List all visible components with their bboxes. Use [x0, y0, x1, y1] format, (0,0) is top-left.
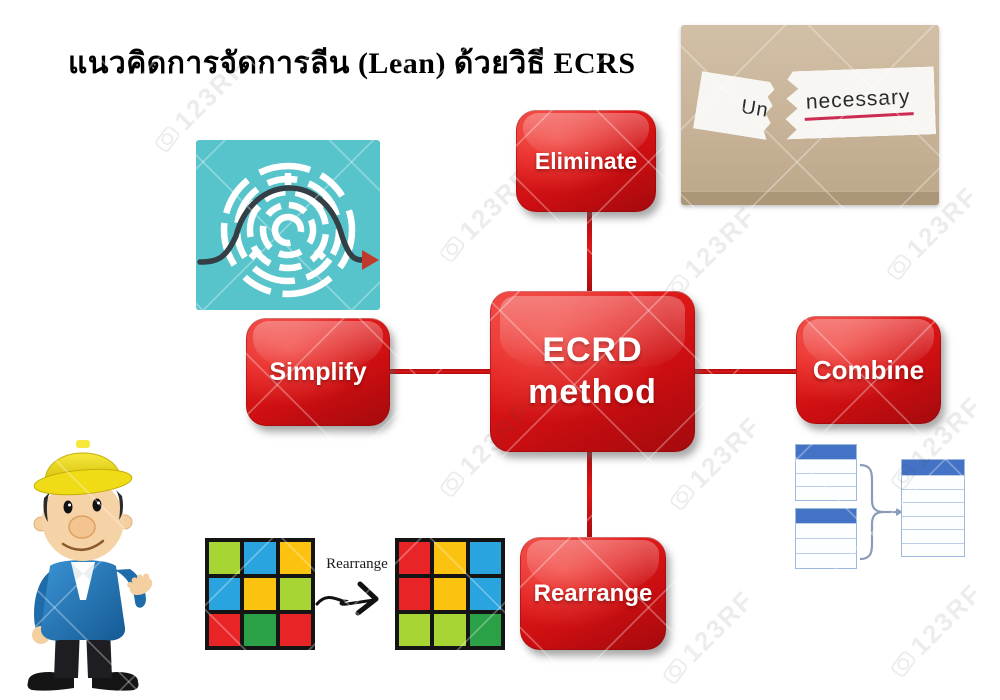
- connector-eliminate: [587, 211, 592, 295]
- combine-demo-table-merged: [901, 459, 965, 557]
- table-row: [902, 529, 964, 543]
- grid-cell: [469, 578, 501, 610]
- grid-cell: [399, 614, 431, 646]
- rearrange-demo-caption: Rearrange: [326, 556, 388, 572]
- grid-cell: [244, 578, 276, 610]
- table-row: [796, 472, 856, 487]
- combine-demo-table-2: [795, 508, 857, 569]
- node-center-label-line2: method: [528, 372, 657, 411]
- combine-brace-icon: [856, 462, 904, 562]
- node-rearrange: Rearrange: [520, 537, 666, 650]
- table-row: [902, 488, 964, 502]
- connector-combine: [692, 369, 800, 374]
- node-simplify-label: Simplify: [269, 357, 367, 386]
- node-combine: Combine: [796, 316, 941, 424]
- grid-cell: [434, 542, 466, 574]
- color-grid-after: [395, 538, 505, 650]
- table-row: [902, 515, 964, 529]
- grid-cell: [279, 578, 311, 610]
- node-combine-label: Combine: [812, 354, 925, 385]
- hand-drawn-arrow-icon: [314, 572, 398, 624]
- rf-watermark: 123RF: [654, 584, 760, 690]
- node-eliminate: Eliminate: [516, 110, 656, 212]
- connector-rearrange: [587, 449, 592, 541]
- grid-cell: [434, 614, 466, 646]
- torn-paper-prefix-text: Un: [739, 95, 771, 122]
- color-grid-before: [205, 538, 315, 650]
- torn-paper-word-text: necessary: [803, 85, 913, 121]
- grid-cell: [399, 542, 431, 574]
- node-rearrange-label: Rearrange: [533, 579, 653, 607]
- table-row: [796, 538, 856, 553]
- node-simplify: Simplify: [246, 318, 390, 426]
- node-ecrd-method: ECRD method: [490, 291, 695, 452]
- maze-bypass-graphic: [196, 140, 380, 310]
- connector-simplify: [387, 369, 494, 374]
- grid-cell: [209, 614, 241, 646]
- table-row: [902, 502, 964, 516]
- table-header: [902, 460, 964, 475]
- combine-demo-table-1: [795, 444, 857, 501]
- grid-cell: [209, 578, 241, 610]
- grid-cell: [209, 542, 241, 574]
- table-row: [796, 553, 856, 568]
- torn-paper-left: Un: [693, 71, 781, 141]
- table-header: [796, 509, 856, 523]
- grid-cell: [469, 542, 501, 574]
- unnecessary-photo: Un necessary: [681, 25, 939, 205]
- page-title: แนวคิดการจัดการลีน (Lean) ด้วยวิธี ECRS: [68, 47, 636, 80]
- grid-cell: [279, 542, 311, 574]
- grid-cell: [399, 578, 431, 610]
- rf-watermark: 123RF: [882, 577, 988, 683]
- grid-cell: [279, 614, 311, 646]
- table-row: [796, 486, 856, 501]
- grid-cell: [434, 578, 466, 610]
- table-row: [796, 523, 856, 538]
- node-eliminate-label: Eliminate: [534, 147, 638, 174]
- overpass-line: [197, 185, 367, 265]
- engineer-cartoon: [8, 428, 158, 694]
- grid-cell: [244, 542, 276, 574]
- table-row: [902, 475, 964, 489]
- torn-paper-right: necessary: [781, 66, 936, 139]
- table-header: [796, 445, 856, 459]
- grid-cell: [244, 614, 276, 646]
- overpass-arrowhead-icon: [362, 250, 379, 270]
- grid-cell: [469, 614, 501, 646]
- node-center-label-line1: ECRD: [542, 331, 643, 370]
- maze-illustration: [196, 140, 380, 310]
- table-row: [796, 459, 856, 473]
- table-row: [902, 542, 964, 556]
